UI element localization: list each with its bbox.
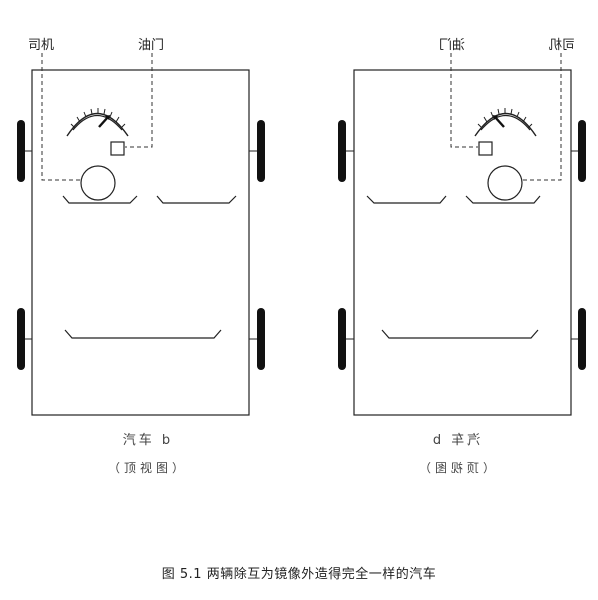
wheel-front-right xyxy=(257,120,265,182)
front-seat-right xyxy=(156,195,237,204)
car-right-body xyxy=(353,69,572,416)
leader-driver xyxy=(41,53,80,181)
leader-driver xyxy=(523,53,562,181)
steering-wheel xyxy=(487,165,523,201)
speedometer-needle xyxy=(98,116,109,128)
rear-seat xyxy=(64,329,222,339)
car-caption-mirrored: 汽车 b xyxy=(430,432,480,448)
speedometer xyxy=(66,108,129,137)
front-seat xyxy=(366,195,447,204)
wheel-rear-right xyxy=(257,308,265,370)
figure-caption: 图 5.1 两辆除互为镜像外造得完全一样的汽车 xyxy=(161,567,437,582)
car-subcaption-mirrored: （顶视图） xyxy=(415,460,495,475)
wheel-rear-right xyxy=(578,308,586,370)
wheel-rear-left xyxy=(17,308,25,370)
speedometer xyxy=(474,108,537,137)
label-driver: 司机 xyxy=(28,38,54,53)
car-right: 司机 油门 汽车 b （顶视图） xyxy=(338,38,586,475)
leader-throttle xyxy=(125,53,153,148)
car-caption: 汽车 b xyxy=(123,432,173,448)
label-throttle: 油门 xyxy=(138,38,164,53)
throttle-pedal xyxy=(110,141,125,156)
speedometer-needle xyxy=(494,116,505,128)
throttle-pedal xyxy=(478,141,493,156)
wheel-front-left xyxy=(338,120,346,182)
front-seat xyxy=(465,195,541,204)
wheel-front-left xyxy=(17,120,25,182)
rear-seat xyxy=(381,329,539,339)
wheel-front-right xyxy=(578,120,586,182)
label-throttle-mirrored: 油门 xyxy=(439,38,465,53)
car-left: 司机 油门 汽车 b （顶视图） xyxy=(17,38,265,475)
car-left-body xyxy=(31,69,250,416)
front-seat-left xyxy=(62,195,138,204)
steering-wheel xyxy=(80,165,116,201)
car-subcaption: （顶视图） xyxy=(108,460,188,475)
leader-throttle xyxy=(450,53,478,148)
label-driver-mirrored: 司机 xyxy=(549,38,575,53)
wheel-rear-left xyxy=(338,308,346,370)
